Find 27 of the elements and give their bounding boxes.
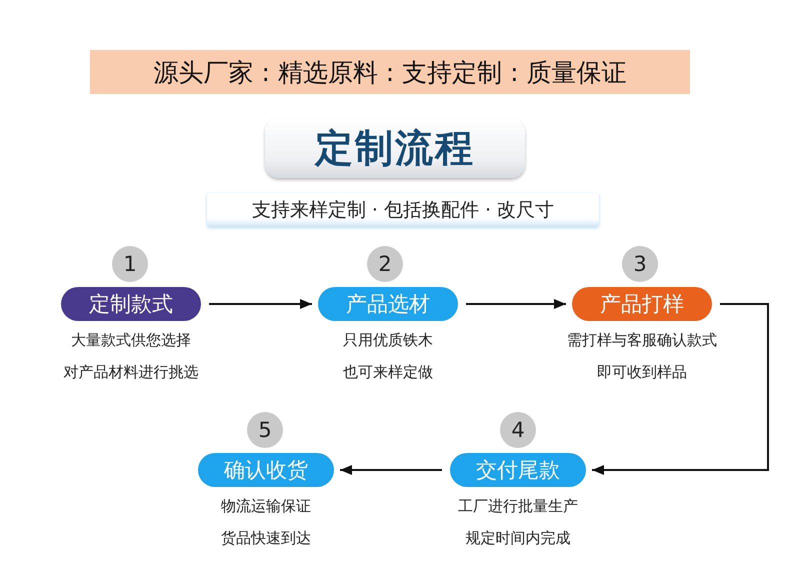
step-description: 物流运输保证: [220, 497, 312, 516]
step-number-circle: 2: [367, 246, 403, 282]
step-description: 也可来样定做: [342, 363, 434, 382]
step-pill: 确认收货: [198, 453, 334, 487]
arrow: [340, 465, 442, 475]
step-description: 规定时间内完成: [464, 529, 572, 548]
step-description: 大量款式供您选择: [70, 331, 192, 350]
arrow: [592, 303, 769, 475]
subtitle-box: 支持来样定制 · 包括换配件 · 改尺寸: [207, 193, 599, 227]
step-number-circle: 3: [622, 246, 658, 282]
step-description: 货品快速到达: [220, 529, 312, 548]
step-number-circle: 5: [247, 412, 283, 448]
step-pill: 交付尾款: [450, 453, 586, 487]
step-number-circle: 4: [500, 412, 536, 448]
step-description: 对产品材料进行挑选: [62, 363, 200, 382]
step-pill: 产品打样: [572, 287, 712, 321]
step-number-circle: 1: [112, 246, 148, 282]
arrow: [209, 299, 312, 309]
slogan-banner: 源头厂家 : 精选原料 : 支持定制 : 质量保证: [90, 50, 690, 94]
step-description: 需打样与客服确认款式: [566, 331, 718, 350]
step-pill: 产品选材: [318, 287, 458, 321]
arrow: [466, 299, 566, 309]
title-button: 定制流程: [265, 118, 525, 178]
step-description: 只用优质铁木: [342, 331, 434, 350]
step-pill: 定制款式: [61, 287, 201, 321]
step-description: 即可收到样品: [596, 363, 688, 382]
step-description: 工厂进行批量生产: [457, 497, 579, 516]
